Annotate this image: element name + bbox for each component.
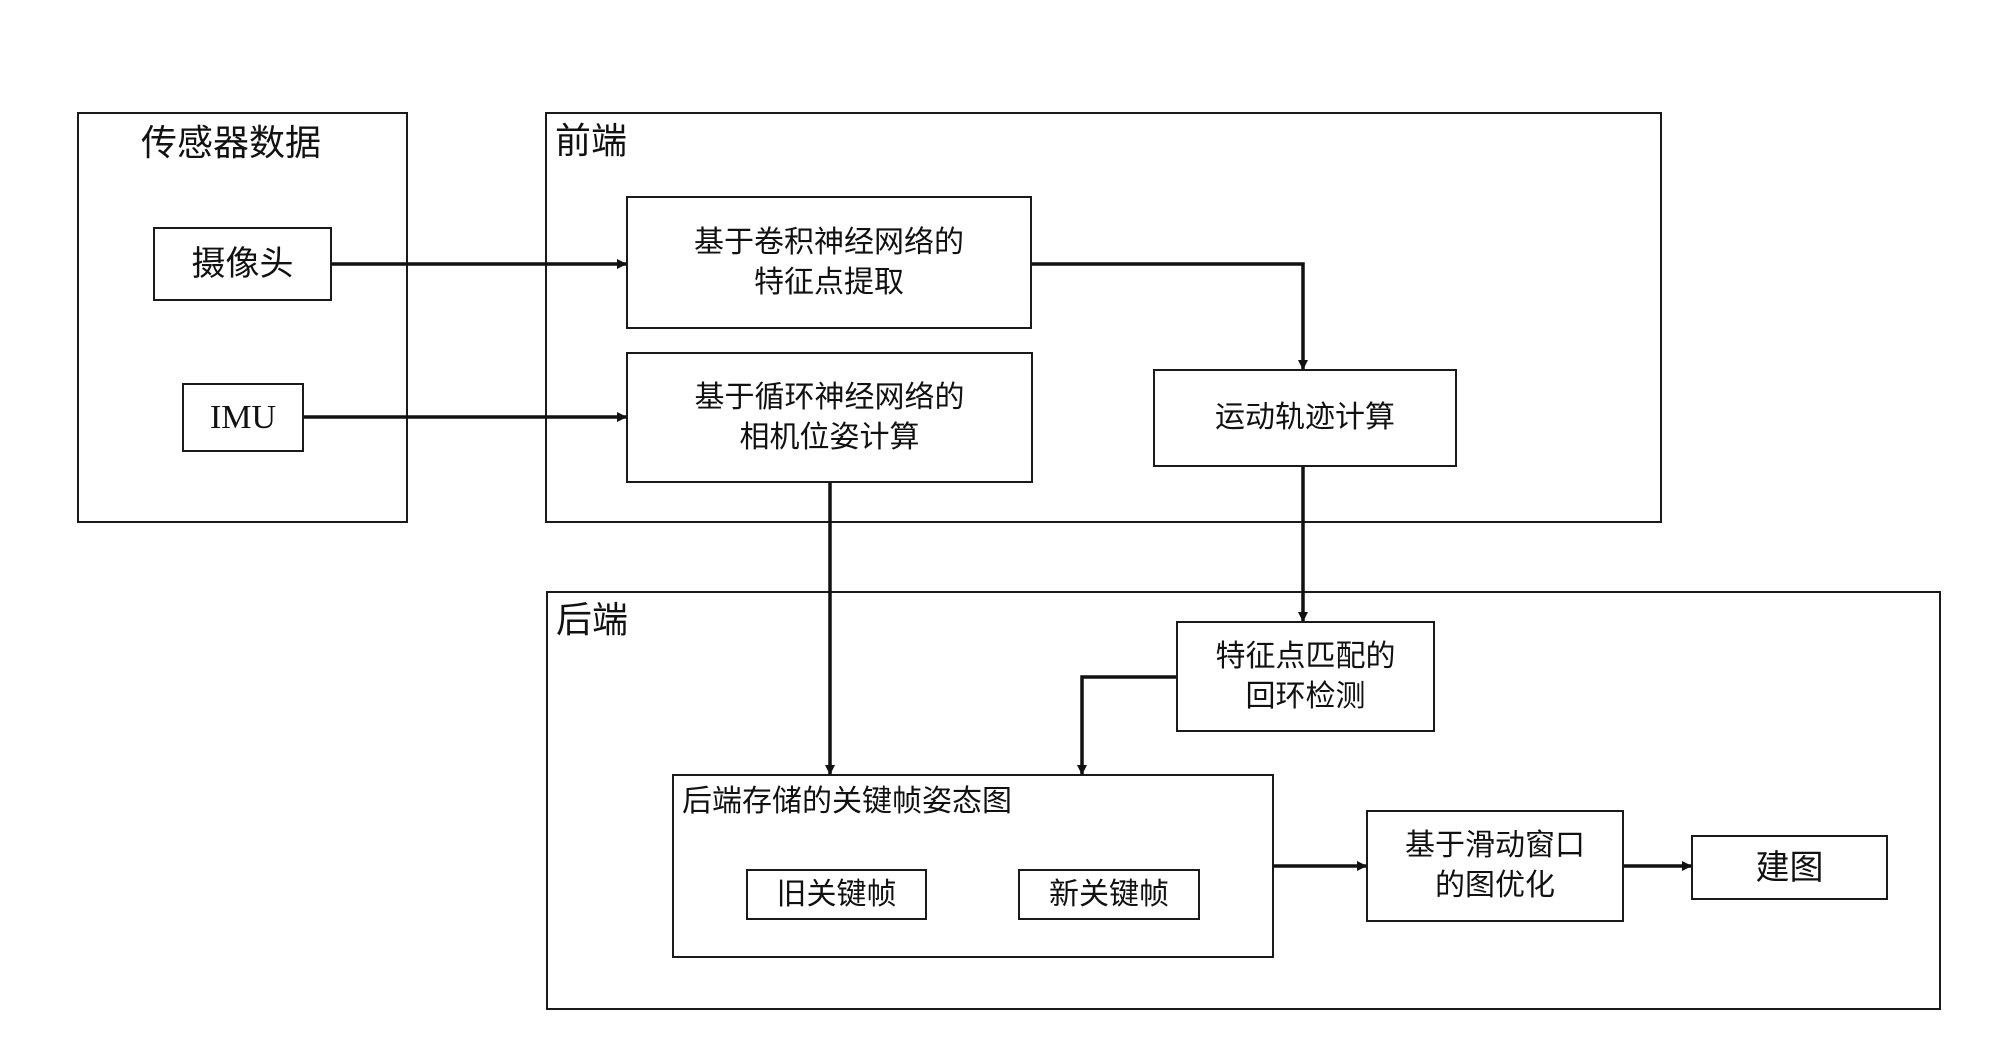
frontend-title: 前端 [555,121,628,162]
mapping-node: 建图 [1691,835,1888,900]
frontend-group: 前端 [545,112,1662,523]
camera-label: 摄像头 [191,244,294,284]
backend-title: 后端 [556,600,629,641]
sensor-data-group: 传感器数据 [77,112,408,523]
old-keyframe-label: 旧关键帧 [776,876,897,912]
backend-group: 后端 [546,591,1941,1010]
cnn-feature-extraction-node: 基于卷积神经网络的 特征点提取 [626,196,1032,329]
old-keyframe-node: 旧关键帧 [746,869,927,920]
edge-cnn-to-motion [1032,262,1308,370]
motion-trajectory-node: 运动轨迹计算 [1153,369,1457,467]
new-keyframe-node: 新关键帧 [1018,869,1200,920]
edge-loop-to-keyframe-graph [1077,675,1176,775]
keyframe-graph-node: 后端存储的关键帧姿态图 [672,774,1274,958]
imu-label: IMU [209,398,277,436]
keyframe-graph-title: 后端存储的关键帧姿态图 [682,784,1012,819]
camera-node: 摄像头 [153,227,332,301]
imu-node: IMU [182,383,304,452]
motion-trajectory-label: 运动轨迹计算 [1215,400,1395,435]
cnn-feature-extraction-label: 基于卷积神经网络的 特征点提取 [694,224,964,300]
sliding-window-optimization-label: 基于滑动窗口 的图优化 [1405,828,1585,903]
sensor-data-title: 传感器数据 [141,123,322,164]
loop-detection-node: 特征点匹配的 回环检测 [1176,621,1435,732]
new-keyframe-label: 新关键帧 [1049,876,1169,912]
sliding-window-optimization-node: 基于滑动窗口 的图优化 [1366,810,1624,922]
rnn-pose-estimation-node: 基于循环神经网络的 相机位姿计算 [626,352,1033,483]
mapping-label: 建图 [1755,847,1824,888]
loop-detection-label: 特征点匹配的 回环检测 [1215,638,1396,714]
rnn-pose-estimation-label: 基于循环神经网络的 相机位姿计算 [694,379,965,455]
